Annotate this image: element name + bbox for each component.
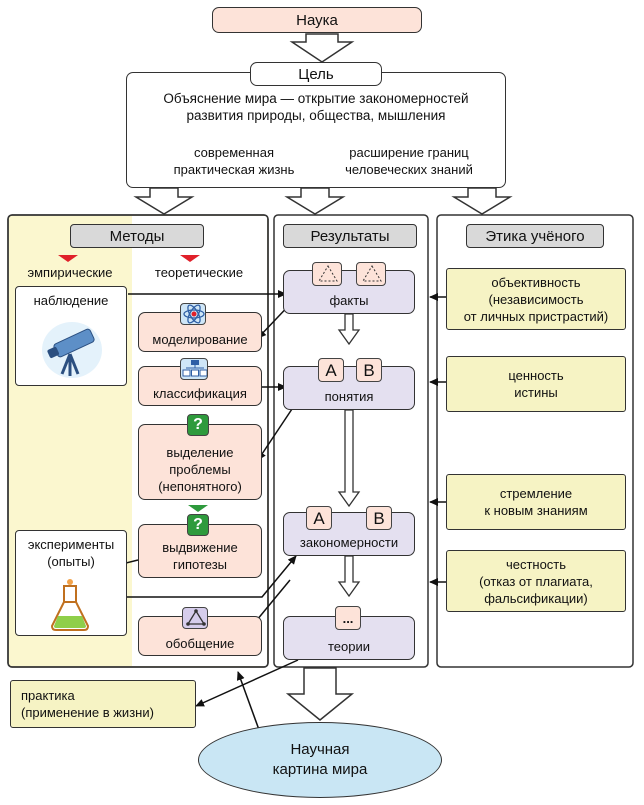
letter-a-badge: A	[306, 506, 332, 530]
goal-text-line-2: развития природы, общества, мышления	[186, 108, 446, 123]
goal-title-box: Цель	[250, 62, 382, 86]
science-label: Наука	[296, 11, 338, 29]
letter-b-badge: B	[356, 358, 382, 382]
ethics-honesty-line-1: честность	[505, 556, 567, 572]
triangle-icon	[182, 607, 208, 629]
ethics-striving-line-1: стремление	[499, 486, 573, 501]
experiments-label-line-1: эксперименты	[27, 537, 115, 552]
goal-title: Цель	[298, 65, 334, 83]
triangle-dots-icon	[312, 262, 342, 286]
letter-a-badge: A	[318, 358, 344, 382]
problem-label-line-1: выделение	[166, 445, 234, 460]
dots-badge: ...	[335, 606, 361, 630]
ethics-header: Этика учёного	[466, 224, 604, 248]
concepts-box: понятия	[283, 366, 415, 410]
theories-label: теории	[327, 639, 371, 654]
experiments-label-line-2: (опыты)	[47, 554, 95, 569]
goal-left-sub-line-1: современная	[193, 145, 275, 160]
goal-right-sub-line-2: человеческих знаний	[345, 162, 473, 177]
ethics-truth-line-2: истины	[514, 385, 558, 400]
ethics-objectivity-line-3: от личных пристрастий)	[463, 308, 609, 324]
ethics-truth-line-1: ценность	[508, 368, 564, 383]
ethics-objectivity-line-2: (независимость	[488, 291, 584, 307]
goal-block	[126, 72, 506, 188]
ethics-honesty-line-2: (отказ от плагиата,	[479, 573, 593, 589]
ethics-objectivity: объективность (независимость от личных п…	[446, 268, 626, 330]
practice-line-1: практика	[21, 688, 75, 703]
theoretical-label: теоретические	[154, 265, 244, 280]
goal-left-sub-line-2: практическая жизнь	[173, 162, 295, 177]
science-box: Наука	[212, 7, 422, 33]
practice-line-2: (применение в жизни)	[21, 705, 154, 720]
observation-label: наблюдение	[33, 293, 109, 308]
goal-text: Объяснение мира — открытие закономерност…	[128, 90, 504, 124]
hypothesis-label-line-2: гипотезы	[172, 557, 228, 572]
results-header-label: Результаты	[310, 227, 390, 245]
problem-label-line-3: (непонятного)	[158, 479, 242, 494]
telescope-icon	[40, 318, 104, 380]
ethics-striving-line-2: к новым знаниям	[484, 503, 588, 518]
facts-box: факты	[283, 270, 415, 314]
problem-box: выделение проблемы (непонятного)	[138, 424, 262, 500]
modeling-label: моделирование	[152, 332, 248, 347]
goal-text-line-1: Объяснение мира — открытие закономерност…	[163, 91, 469, 106]
ethics-honesty: честность (отказ от плагиата, фальсифика…	[446, 550, 626, 612]
methods-header: Методы	[70, 224, 204, 248]
laws-label: закономерности	[299, 535, 399, 550]
practice-box: практика (применение в жизни)	[10, 680, 196, 728]
facts-label: факты	[329, 293, 369, 308]
goal-right-sub: расширение границ человеческих знаний	[314, 144, 504, 178]
ethics-truth: ценность истины	[446, 356, 626, 412]
concepts-label: понятия	[324, 389, 374, 404]
results-header: Результаты	[283, 224, 417, 248]
ethics-header-label: Этика учёного	[485, 227, 585, 245]
ethics-honesty-line-3: фальсификации)	[484, 590, 588, 606]
ethics-objectivity-line-1: объективность	[491, 274, 581, 290]
goal-right-sub-line-1: расширение границ	[349, 145, 469, 160]
hypothesis-label-line-1: выдвижение	[162, 540, 238, 555]
flask-icon	[48, 576, 92, 632]
letter-b-badge: B	[366, 506, 392, 530]
hierarchy-icon	[180, 358, 208, 380]
empirical-label: эмпирические	[27, 265, 113, 280]
world-picture-line-1: Научная	[290, 741, 350, 758]
world-picture-ellipse: Научная картина мира	[198, 722, 442, 798]
question-icon: ?	[187, 514, 209, 536]
triangle-dots-icon	[356, 262, 386, 286]
experiments-label: эксперименты (опыты)	[15, 536, 127, 570]
problem-label-line-2: проблемы	[169, 462, 231, 477]
goal-left-sub: современная практическая жизнь	[134, 144, 334, 178]
ethics-striving: стремление к новым знаниям	[446, 474, 626, 530]
laws-box: закономерности	[283, 512, 415, 556]
methods-header-label: Методы	[109, 227, 165, 245]
question-icon: ?	[187, 414, 209, 436]
atom-icon	[180, 303, 206, 325]
world-picture-line-2: картина мира	[272, 761, 368, 778]
classification-label: классификация	[153, 386, 247, 401]
generalization-label: обобщение	[165, 636, 235, 651]
